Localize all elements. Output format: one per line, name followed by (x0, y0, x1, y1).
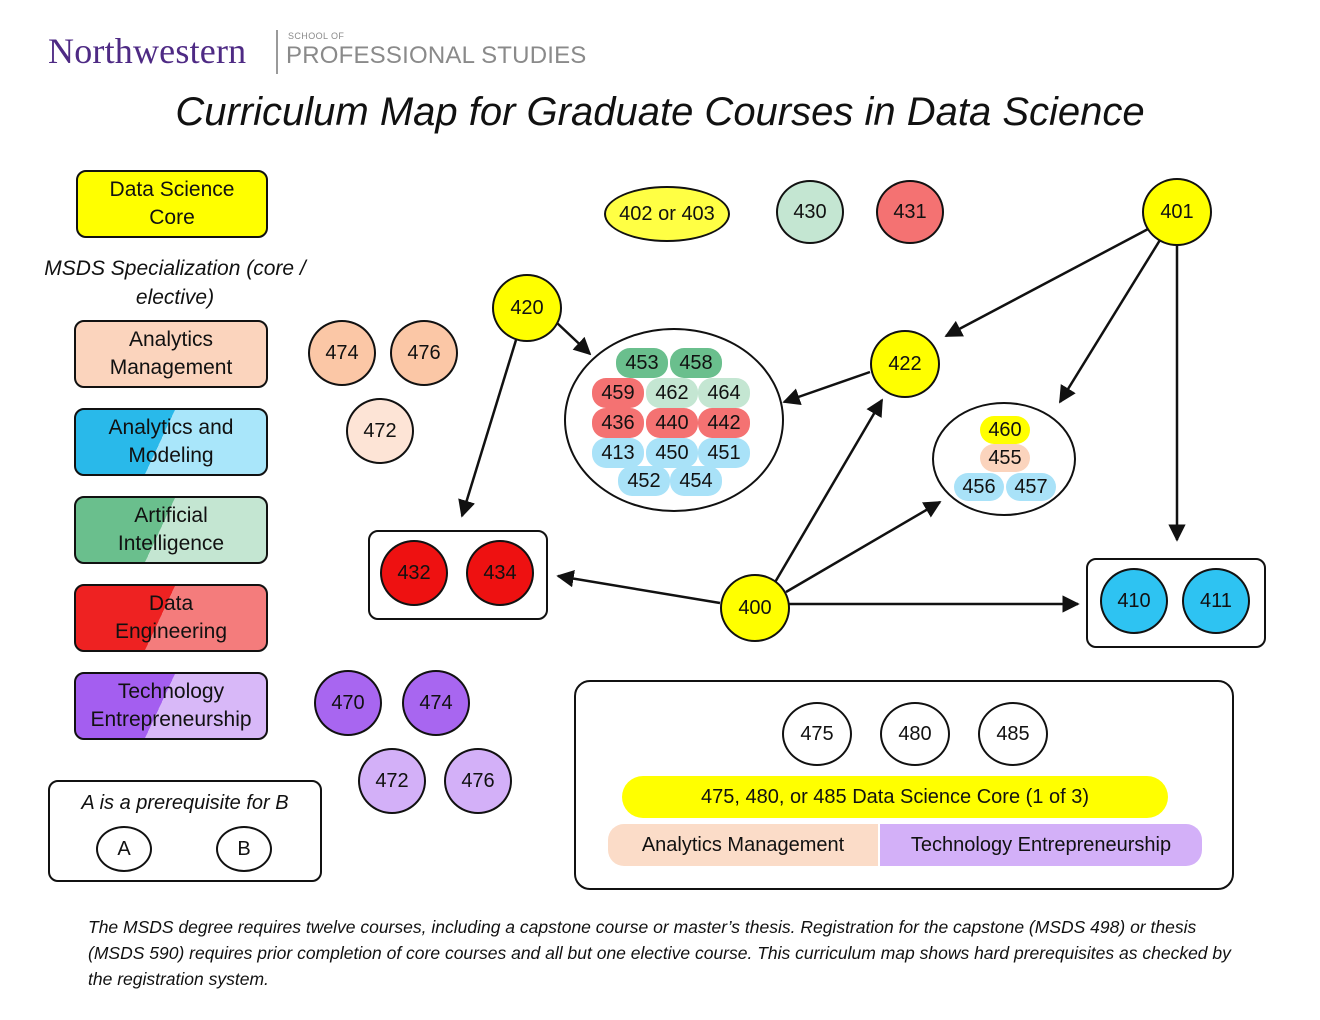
footnote: The MSDS degree requires twelve courses,… (88, 917, 1231, 989)
legend-data-science-core: Data Science Core (76, 170, 268, 238)
logo-professional-studies: PROFESSIONAL STUDIES (286, 42, 587, 69)
page-title: Curriculum Map for Graduate Courses in D… (175, 90, 1145, 134)
core-course-422: 422 (870, 330, 940, 398)
logo-divider (276, 30, 278, 74)
arrow-422-to-electives (782, 370, 871, 406)
elective-436: 436 (592, 408, 644, 438)
legend-specialization-heading: MSDS Specialization (core / elective) (44, 257, 306, 309)
am-course-474: 474 (308, 320, 376, 386)
core-course-401: 401 (1142, 178, 1212, 246)
core-course-400: 400 (720, 574, 790, 642)
arrow-420-to-de (458, 339, 518, 518)
capstone-technology-entrepreneurship: Technology Entrepreneurship (880, 824, 1202, 866)
capstone-485: 485 (978, 702, 1048, 766)
de-course-432: 432 (380, 540, 448, 606)
course-430: 430 (776, 180, 844, 244)
prerequisite-key: A is a prerequisite for B (48, 780, 322, 882)
logo-school-of: SCHOOL OF (288, 31, 345, 41)
arrow-400-to-422 (772, 398, 884, 585)
course-431: 431 (876, 180, 944, 244)
arrow-400-to-de (556, 569, 721, 605)
elective-456: 456 (954, 473, 1004, 501)
elective-442: 442 (698, 408, 750, 438)
te-course-474: 474 (402, 670, 470, 736)
capstone-analytics-management: Analytics Management (608, 824, 878, 866)
am-course-410: 410 (1100, 568, 1168, 634)
elective-452: 452 (618, 466, 670, 496)
legend-technology-entrepreneurship: Technology Entrepreneurship (74, 672, 268, 740)
te-course-472: 472 (358, 748, 426, 814)
capstone-480: 480 (880, 702, 950, 766)
arrow-400-to-cluster (785, 500, 942, 594)
am-course-476: 476 (390, 320, 458, 386)
legend-analytics-modeling: Analytics and Modeling (74, 408, 268, 476)
arrow-401-to-422 (944, 226, 1151, 338)
arrow-401-to-cluster (1058, 239, 1162, 404)
elective-458: 458 (670, 348, 722, 378)
key-node-a: A (96, 826, 152, 872)
elective-457: 457 (1006, 473, 1056, 501)
legend-data-engineering: Data Engineering (74, 584, 268, 652)
core-course-420: 420 (492, 274, 562, 342)
am-course-411: 411 (1182, 568, 1250, 634)
elective-462: 462 (646, 378, 698, 408)
capstone-475: 475 (782, 702, 852, 766)
te-course-476: 476 (444, 748, 512, 814)
elective-460: 460 (980, 416, 1030, 444)
arrow-420-to-electives (555, 321, 592, 356)
legend-analytics-management: Analytics Management (74, 320, 268, 388)
course-402-or-403: 402 or 403 (604, 186, 730, 242)
capstone-core-bar: 475, 480, or 485 Data Science Core (1 of… (622, 776, 1168, 818)
northwestern-logo-text: Northwestern (48, 31, 247, 71)
elective-454: 454 (670, 466, 722, 496)
prerequisite-key-caption: A is a prerequisite for B (81, 792, 289, 814)
elective-413: 413 (592, 438, 644, 468)
legend-artificial-intelligence: Artificial Intelligence (74, 496, 268, 564)
de-course-434: 434 (466, 540, 534, 606)
am-course-472: 472 (346, 398, 414, 464)
key-node-b: B (216, 826, 272, 872)
elective-440: 440 (646, 408, 698, 438)
elective-451: 451 (698, 438, 750, 468)
elective-464: 464 (698, 378, 750, 408)
te-course-470: 470 (314, 670, 382, 736)
elective-455: 455 (980, 444, 1030, 472)
elective-453: 453 (616, 348, 668, 378)
elective-459: 459 (592, 378, 644, 408)
elective-450: 450 (646, 438, 698, 468)
